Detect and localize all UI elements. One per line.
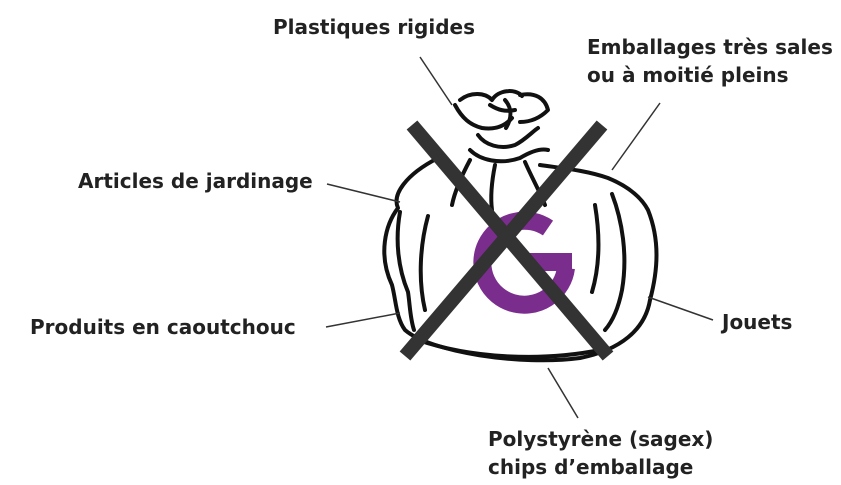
label-polystyrene-line-1: Polystyrène (sagex) (488, 425, 713, 453)
label-gardening: Articles de jardinage (78, 167, 313, 195)
bag-fold-left-2 (421, 216, 428, 310)
bag-bottom (418, 340, 600, 357)
bag-gather-2 (491, 165, 495, 210)
label-dirty-packaging-line-2: ou à moitié pleins (587, 61, 833, 89)
label-toys: Jouets (722, 308, 792, 336)
bag-fold-left (398, 212, 414, 330)
bag-fold-right-2 (592, 205, 598, 292)
bag-neck (470, 149, 548, 161)
bag-tuft-1 (460, 91, 522, 100)
bag-fold-right (605, 194, 624, 330)
bag-knot (478, 128, 538, 147)
leader-rubber (326, 313, 400, 327)
leader-toys (648, 297, 713, 320)
bag-tuft-3 (520, 94, 548, 122)
label-polystyrene-line-2: chips d’emballage (488, 453, 713, 481)
leader-gardening (327, 184, 400, 202)
leader-polystyrene (548, 368, 578, 418)
leader-dirty-packaging (612, 103, 660, 170)
label-dirty-packaging-line-1: Emballages très sales (587, 33, 833, 61)
leader-rigid-plastics (420, 57, 452, 105)
label-rigid-plastics: Plastiques rigides (273, 13, 475, 41)
label-rubber: Produits en caoutchouc (30, 313, 296, 341)
label-dirty-packaging: Emballages très sales ou à moitié pleins (587, 33, 833, 89)
label-polystyrene: Polystyrène (sagex) chips d’emballage (488, 425, 713, 481)
